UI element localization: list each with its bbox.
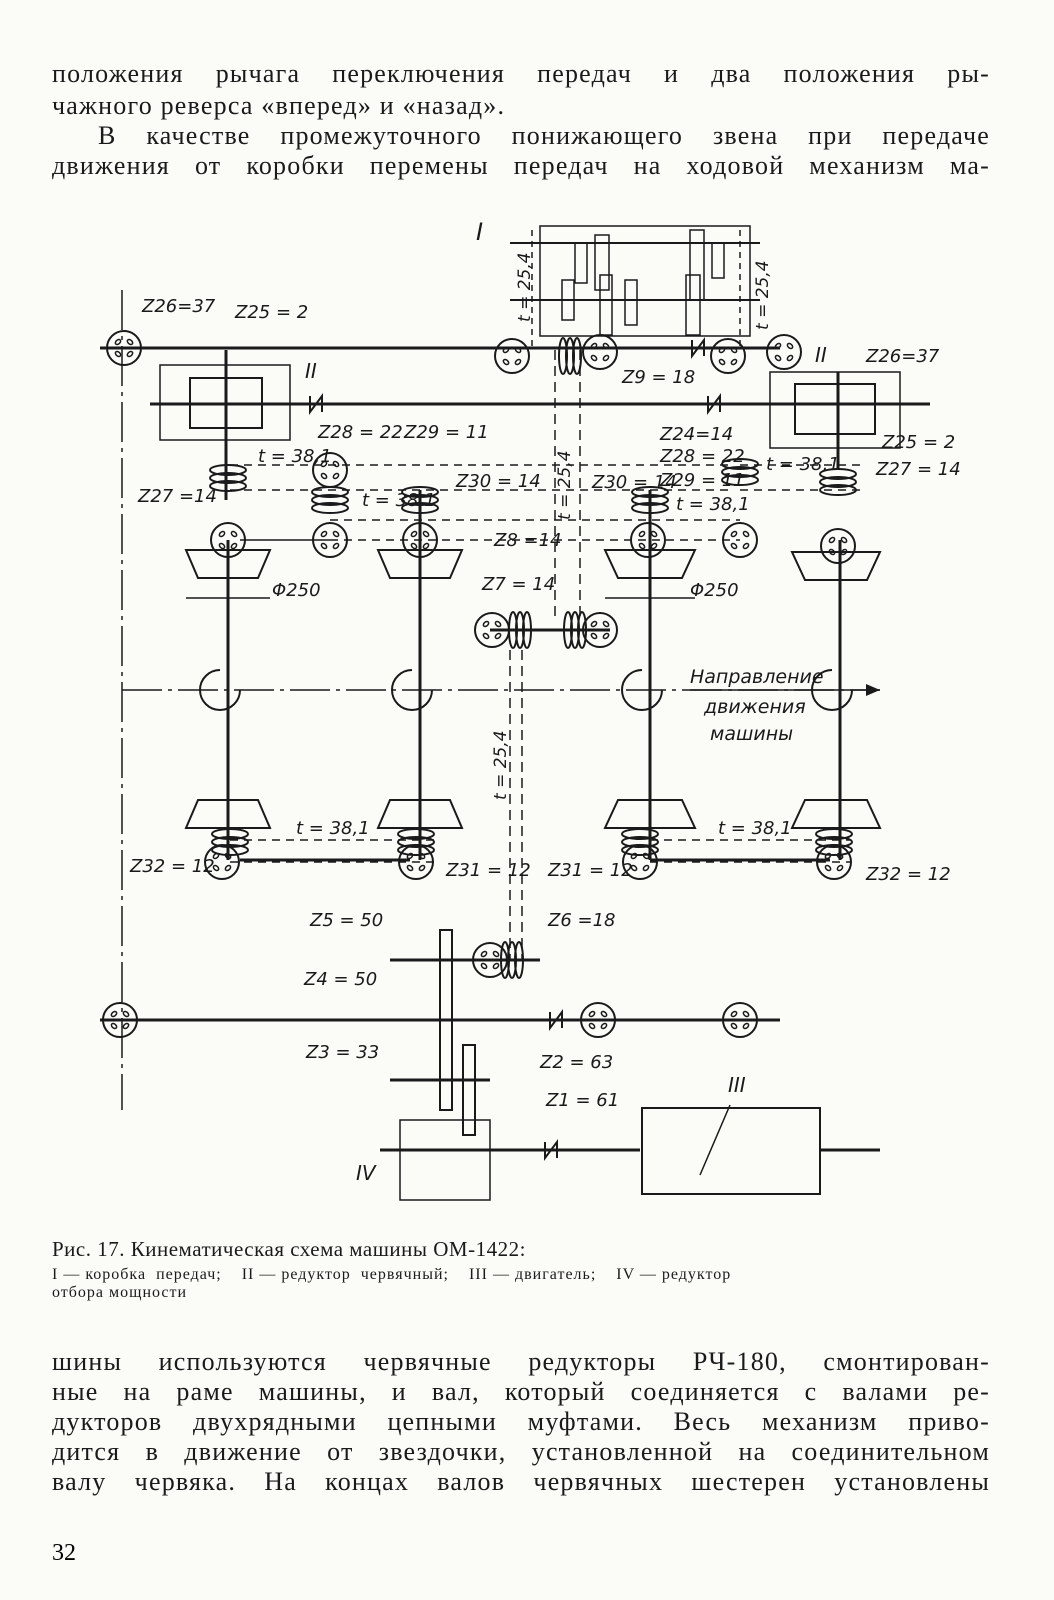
body-line: В качестве промежуточного понижающего зв…: [98, 121, 990, 150]
label-z6: Z6 =18: [547, 910, 616, 931]
body-line: валу червяка. На концах валов червячных …: [52, 1467, 990, 1496]
label-z8: Z8 =14: [493, 530, 562, 551]
label-worm-reducer-right: II: [815, 343, 827, 367]
label-z30-left: Z30 = 14: [455, 471, 541, 492]
label-worm-reducer-left: II: [305, 359, 317, 383]
figure-caption-legend: отбора мощности: [52, 1284, 188, 1301]
label-z32-left: Z32 = 12: [129, 856, 215, 877]
body-line: положения рычага переключения передач и …: [52, 59, 990, 88]
label-z29-left: Z29 = 11: [403, 422, 489, 443]
label-direction: машины: [710, 723, 793, 745]
label-z25-left: Z25 = 2: [234, 302, 308, 323]
label-pitch-top-right: t = 38,1: [766, 454, 840, 475]
label-z27-left: Z27 =14: [137, 486, 217, 507]
label-z30-right: Z30 = 14: [591, 472, 677, 493]
label-pitch-top-left: t = 38,1: [258, 446, 332, 467]
label-z26-right: Z26=37: [865, 346, 940, 367]
body-line: шины используются червячные редукторы РЧ…: [52, 1347, 990, 1376]
label-chain-pitch-vertical-lower: t = 25,4: [491, 730, 511, 800]
figure-caption-legend: I — коробка передач; II — редуктор червя…: [52, 1266, 732, 1283]
body-line: дится в движение от звездочки, установле…: [52, 1437, 990, 1466]
figure-caption-title: Рис. 17. Кинематическая схема машины ОМ-…: [52, 1237, 526, 1261]
label-z2: Z2 = 63: [539, 1052, 613, 1073]
label-z25-right: Z25 = 2: [881, 432, 955, 453]
label-chain-pitch-vertical-upper: t = 25,4: [555, 450, 575, 520]
label-chain-pitch-gearbox-left: t = 25,4: [515, 252, 535, 322]
label-z26-left: Z26=37: [141, 296, 216, 317]
label-z3: Z3 = 33: [305, 1042, 379, 1063]
label-chain-pitch-gearbox-right: t = 25,4: [753, 260, 773, 330]
label-direction: движения: [703, 696, 806, 718]
label-z24: Z24=14: [659, 424, 733, 445]
label-pitch-top-right-lower: t = 38,1: [676, 494, 750, 515]
label-pitch-top-mid: t = 38,1: [362, 490, 436, 511]
label-z27-right: Z27 = 14: [875, 459, 961, 480]
page-number: 32: [52, 1540, 76, 1566]
label-gearbox: I: [476, 218, 483, 246]
label-diameter-left: Φ250: [272, 580, 321, 601]
label-z4: Z4 = 50: [303, 969, 377, 990]
label-z28-right: Z28 = 22: [659, 446, 745, 467]
label-pitch-bottom-left: t = 38,1: [296, 818, 370, 839]
label-z31-left: Z31 = 12: [445, 860, 531, 881]
label-pto-reducer: IV: [356, 1161, 377, 1185]
label-diameter-right: Φ250: [690, 580, 739, 601]
body-line: ные на раме машины, и вал, который соеди…: [52, 1377, 990, 1406]
label-pitch-bottom-right: t = 38,1: [718, 818, 792, 839]
label-z7: Z7 = 14: [481, 574, 555, 595]
label-z32-right: Z32 = 12: [865, 864, 951, 885]
body-line: движения от коробки перемены передач на …: [52, 151, 990, 180]
label-z28-left: Z28 = 22: [317, 422, 403, 443]
label-z9: Z9 = 18: [621, 367, 695, 388]
label-z5: Z5 = 50: [309, 910, 383, 931]
label-z1: Z1 = 61: [545, 1090, 619, 1111]
label-direction: Направление: [690, 666, 824, 688]
body-line: чажного реверса «вперед» и «назад».: [52, 91, 506, 120]
label-motor: III: [728, 1073, 746, 1097]
label-z29-right: Z29 = 11: [659, 470, 745, 491]
body-line: дукторов двухрядными цепными муфтами. Ве…: [52, 1407, 990, 1436]
label-z31-right: Z31 = 12: [547, 860, 633, 881]
